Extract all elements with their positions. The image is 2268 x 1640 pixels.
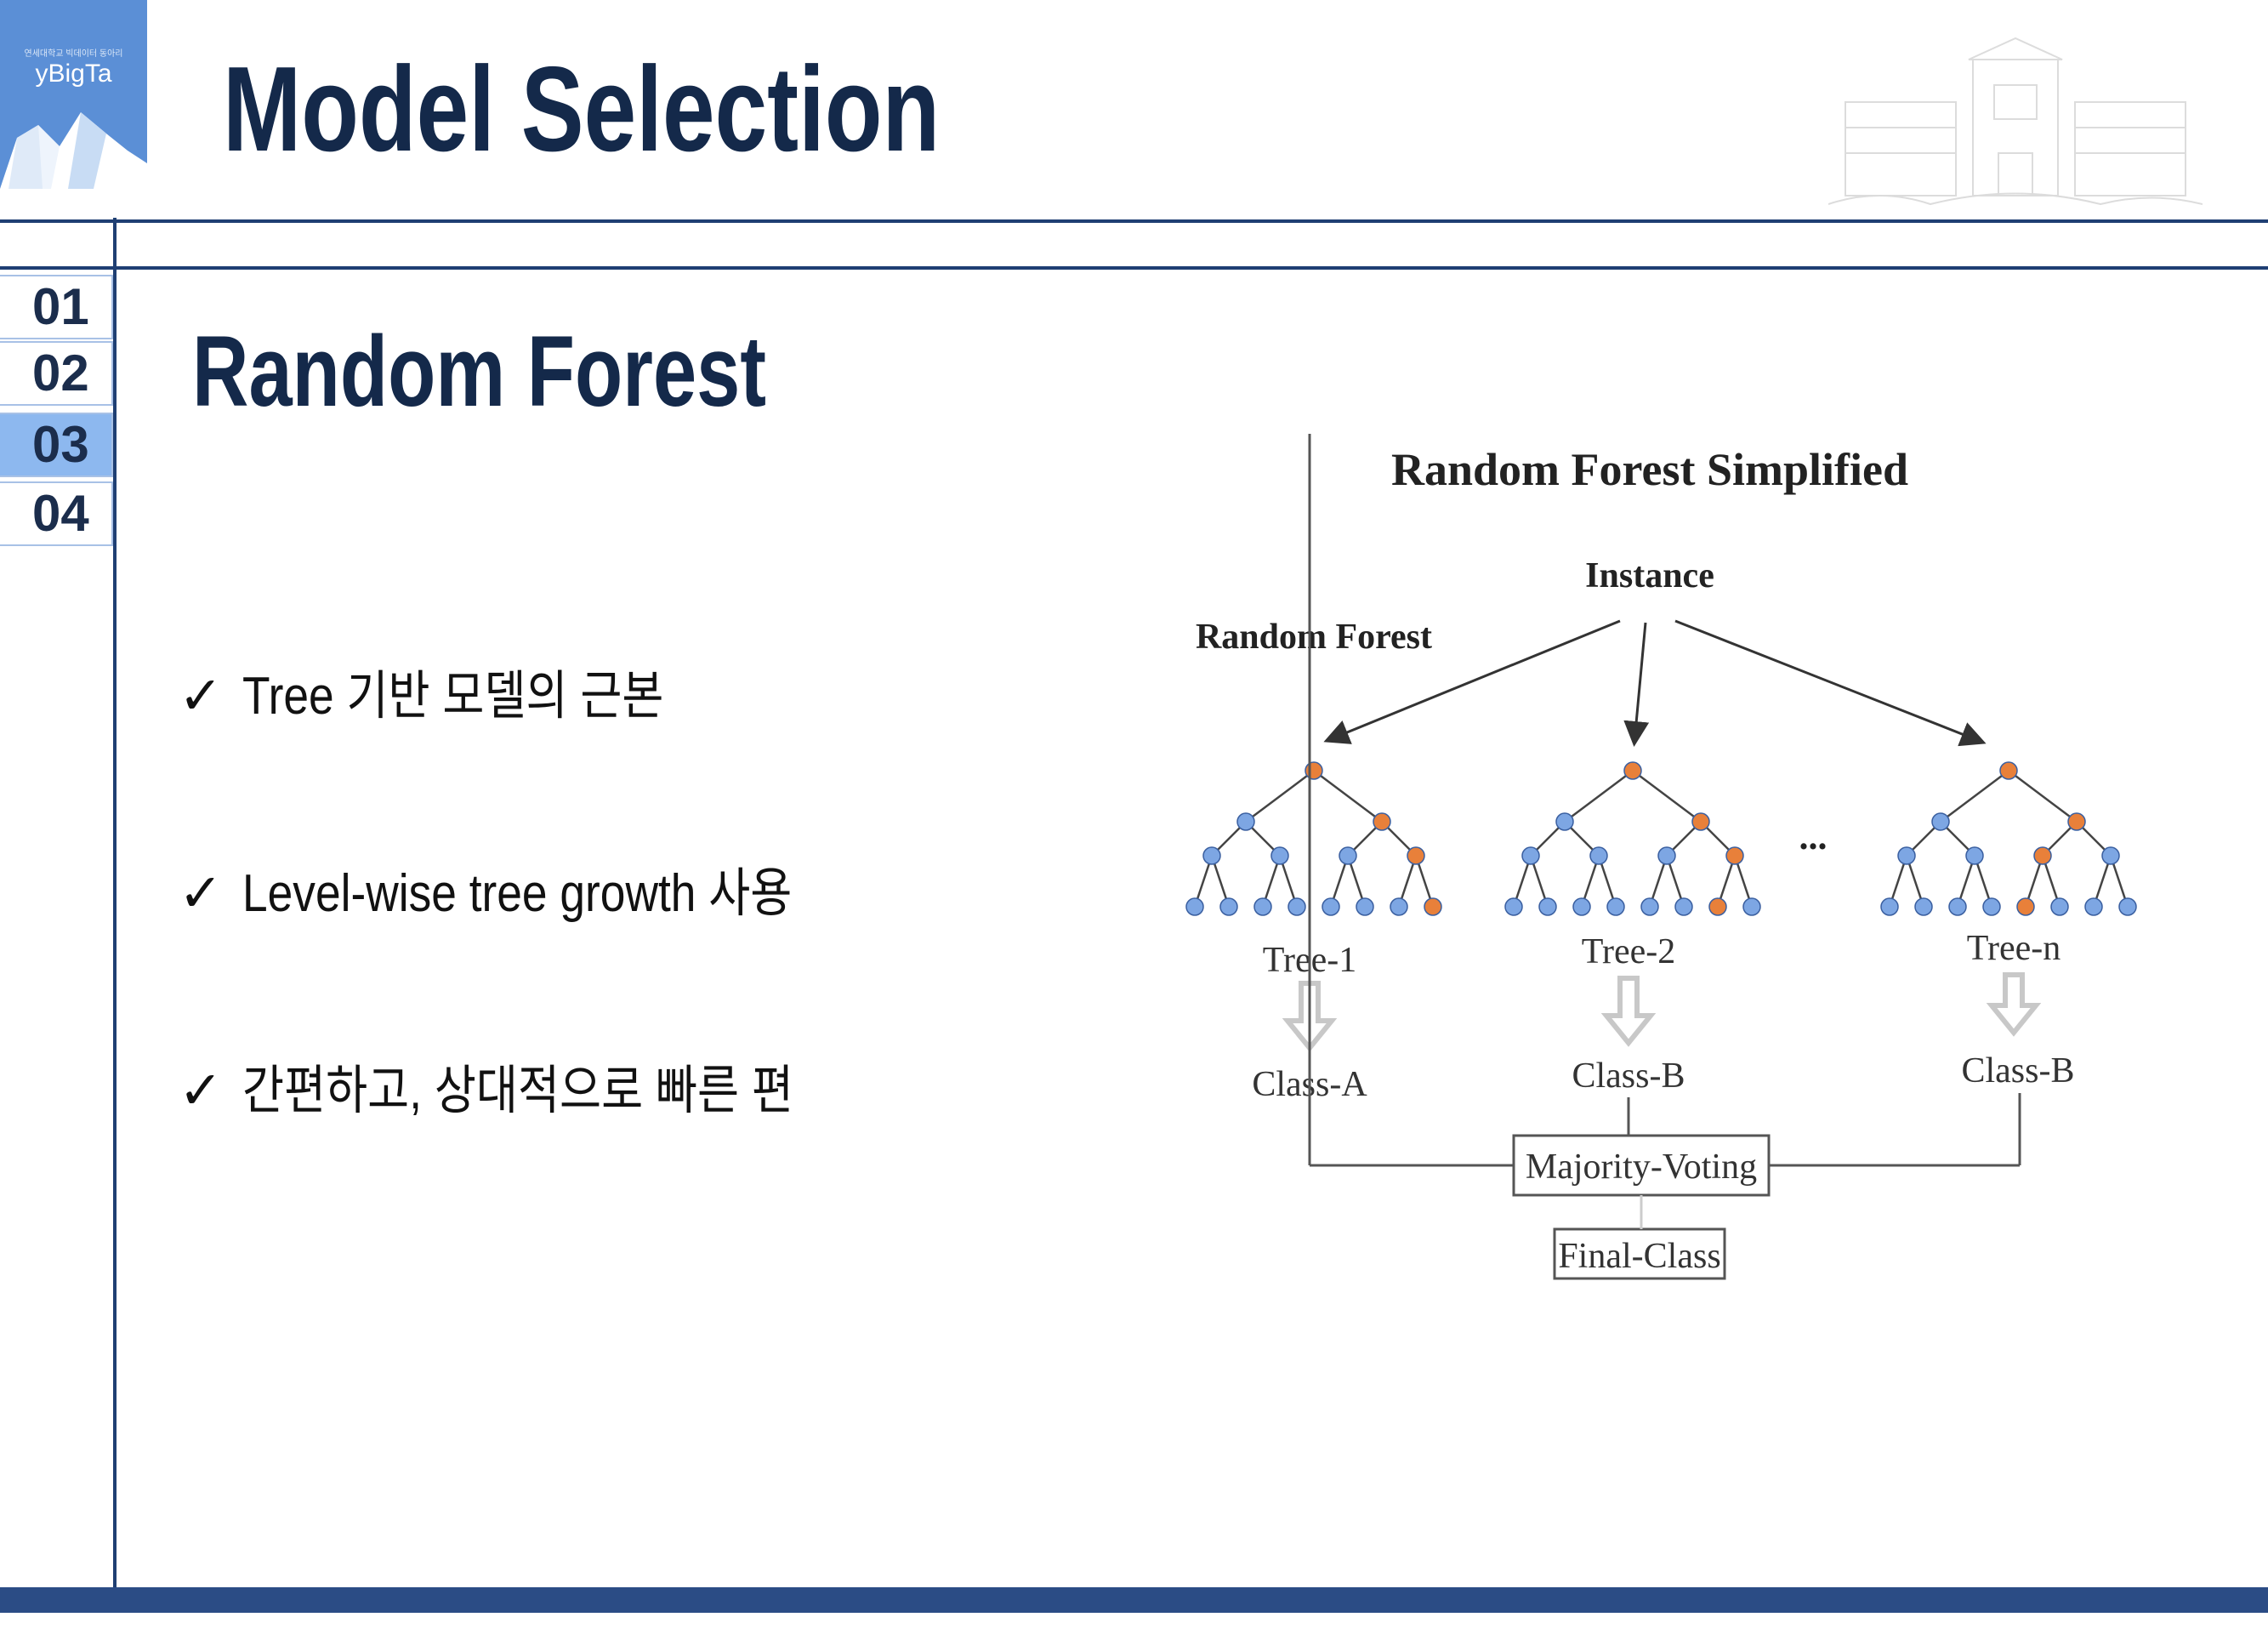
tree-node xyxy=(2050,897,2069,916)
tree-node xyxy=(1742,897,1761,916)
section-subtitle: Random Forest xyxy=(192,316,767,428)
tree-node xyxy=(2101,846,2120,865)
sidebar-divider xyxy=(113,218,117,1587)
tree-node xyxy=(1914,897,1933,916)
logo: 연세대학교 빅데이터 동아리 yBigTa xyxy=(0,0,147,189)
tree-node xyxy=(1657,846,1676,865)
section-03[interactable]: 03 xyxy=(0,413,113,477)
tree-node xyxy=(1880,897,1899,916)
tree-node xyxy=(1623,761,1642,780)
tree-edge xyxy=(1564,770,1634,823)
tree-node xyxy=(1999,761,2018,780)
tree-node xyxy=(1589,846,1608,865)
tree-node xyxy=(1270,846,1289,865)
instance-label: Instance xyxy=(1585,556,1714,595)
tree-node xyxy=(1931,812,1950,831)
tree-node xyxy=(2067,812,2086,831)
section-04[interactable]: 04 xyxy=(0,481,113,546)
header-line-bottom xyxy=(0,266,2268,270)
class-b-label-n: Class-B xyxy=(1961,1051,2074,1090)
tree-node xyxy=(1236,812,1255,831)
check-icon: ✓ xyxy=(179,667,223,726)
tree-n-label: Tree-n xyxy=(1967,929,2061,968)
iceberg-icon xyxy=(0,112,147,189)
tree-node xyxy=(1339,846,1357,865)
bullet-item: ✓Level-wise tree growth 사용 xyxy=(179,868,882,920)
tree-node xyxy=(1322,897,1340,916)
tree-node xyxy=(1390,897,1408,916)
tree-node xyxy=(1424,897,1442,916)
tree-node xyxy=(1640,897,1659,916)
down-arrow-icon xyxy=(1600,976,1657,1047)
check-icon: ✓ xyxy=(179,1062,223,1120)
tree-node xyxy=(2118,897,2137,916)
tree-node xyxy=(1965,846,1984,865)
logo-small-text: 연세대학교 빅데이터 동아리 xyxy=(24,49,123,59)
section-01[interactable]: 01 xyxy=(0,275,113,339)
tree-node xyxy=(1202,846,1221,865)
tree-node xyxy=(2033,846,2052,865)
tree-node xyxy=(1373,812,1391,831)
tree-node xyxy=(1356,897,1374,916)
tree-edge xyxy=(1632,770,1702,823)
tree-node xyxy=(1982,897,2001,916)
tree-node xyxy=(1521,846,1540,865)
tree-node xyxy=(2016,897,2035,916)
tree-node xyxy=(1691,812,1710,831)
tree-node xyxy=(1407,846,1425,865)
forest-label: Random Forest xyxy=(1196,618,1432,657)
header-line-top xyxy=(0,219,2268,223)
final-class-label: Final-Class xyxy=(1558,1237,1720,1276)
down-arrow-icon xyxy=(1986,972,2042,1037)
ellipsis: ... xyxy=(1799,816,1827,857)
footer-bar xyxy=(0,1587,2268,1613)
random-forest-diagram: Random Forest Simplified Instance Random… xyxy=(1185,434,2137,1280)
trees-group xyxy=(1185,761,2137,916)
tree-node xyxy=(1555,812,1574,831)
tree-node xyxy=(1538,897,1557,916)
check-icon: ✓ xyxy=(179,864,223,923)
tree-edge xyxy=(1940,770,2009,823)
bullet-item: ✓ Tree 기반 모델의 근본 xyxy=(179,670,732,723)
bullet-item: ✓ 간편하고, 상대적으로 빠른 편 xyxy=(179,1065,883,1118)
tree-edge xyxy=(1245,770,1315,823)
bullet-text: Tree 기반 모델의 근본 xyxy=(242,667,664,726)
page-title: Model Selection xyxy=(223,42,941,177)
majority-voting-label: Majority-Voting xyxy=(1526,1147,1757,1187)
tree-edge xyxy=(2008,770,2078,823)
bullet-text: 간편하고, 상대적으로 빠른 편 xyxy=(242,1062,793,1120)
tree-2-label: Tree-2 xyxy=(1582,932,1675,971)
bullet-text: Level-wise tree growth 사용 xyxy=(242,864,793,923)
section-02[interactable]: 02 xyxy=(0,341,113,406)
diagram-title: Random Forest Simplified xyxy=(1391,444,1908,495)
tree-node xyxy=(1606,897,1625,916)
tree-node xyxy=(1219,897,1238,916)
tree-node xyxy=(1708,897,1727,916)
tree-node xyxy=(1504,897,1523,916)
tree-node xyxy=(1305,761,1323,780)
tree-node xyxy=(1253,897,1272,916)
tree-node xyxy=(1674,897,1693,916)
tree-node xyxy=(2084,897,2103,916)
tree-edge xyxy=(1313,770,1383,823)
tree-node xyxy=(1287,897,1306,916)
tree-node xyxy=(1948,897,1967,916)
tree-node xyxy=(1572,897,1591,916)
tree-node xyxy=(1185,897,1204,916)
building-watermark xyxy=(1828,37,2203,206)
tree-node xyxy=(1725,846,1744,865)
class-b-label: Class-B xyxy=(1572,1056,1685,1096)
logo-name: yBigTa xyxy=(35,60,112,88)
tree-node xyxy=(1897,846,1916,865)
